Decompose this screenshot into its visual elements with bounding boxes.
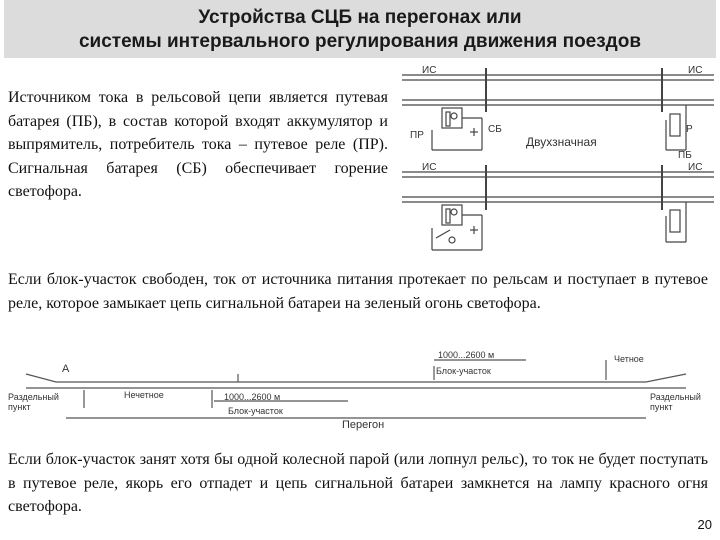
block-section-diagram: А Раздельный пункт Раздельный пункт Нече… (8, 350, 701, 431)
label-sb: СБ (488, 124, 502, 135)
label-right-station-2: пункт (650, 402, 673, 412)
label-pr: ПР (410, 130, 424, 141)
label-r: Р (686, 124, 693, 135)
paragraph-free-block: Если блок-участок свободен, ток от источ… (8, 271, 708, 312)
slide-title: Устройства СЦБ на перегонах или системы … (4, 0, 716, 58)
label-block-bottom: Блок-участок (228, 406, 283, 416)
label-mode: Двухзначная (526, 135, 597, 149)
label-odd: Нечетное (124, 390, 164, 400)
label-left-station-1: Раздельный (8, 392, 59, 402)
label-length-top: 1000...2600 м (438, 350, 494, 360)
label-pb: ПБ (678, 150, 692, 161)
label-is-right-top: ИС (688, 65, 702, 76)
label-point-a: А (62, 363, 70, 375)
paragraph-power-source: Источником тока в рельсовой цепи являетс… (8, 89, 388, 200)
label-is-right-bottom: ИС (688, 162, 702, 173)
paragraph-occupied-block: Если блок-участок занят хотя бы одной ко… (8, 451, 708, 515)
title-line-2: системы интервального регулирования движ… (78, 31, 642, 52)
label-stage: Перегон (342, 419, 384, 431)
title-line-1: Устройства СЦБ на перегонах или (198, 7, 522, 28)
label-right-station-1: Раздельный (650, 392, 701, 402)
label-length-bottom: 1000...2600 м (224, 392, 280, 402)
label-block-top: Блок-участок (436, 366, 491, 376)
label-is-left-top: ИС (422, 65, 436, 76)
label-left-station-2: пункт (8, 402, 31, 412)
track-circuit-diagram: ИС ИС ПР СБ Двухзначная Р ПБ ИС ИС (402, 65, 714, 251)
page-number: 20 (697, 517, 712, 532)
label-is-left-bottom: ИС (422, 162, 436, 173)
label-even: Четное (614, 354, 644, 364)
